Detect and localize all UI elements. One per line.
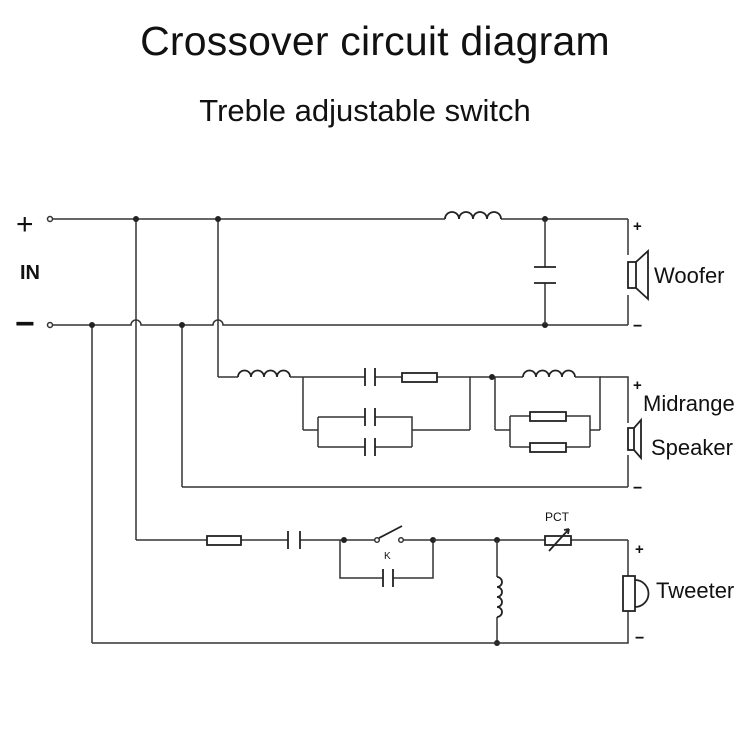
pct-thermistor [544,535,572,546]
tweeter-minus-sign: − [635,630,644,647]
tweeter-series-branch [136,531,340,549]
input-label: IN [20,262,40,284]
midrange-speaker-icon [627,417,642,461]
midrange-label-line2: Speaker [651,435,733,460]
input-minus-sign: − [15,305,35,343]
midrange-minus-sign: − [633,480,642,497]
page-title: Crossover circuit diagram [140,18,610,64]
bus-wires [53,218,628,643]
page-subtitle: Treble adjustable switch [199,93,531,128]
tweeter-switch-capacitor [382,569,394,587]
woofer-shunt-capacitor [534,219,556,325]
woofer-minus-sign: − [633,318,642,335]
tweeter-terminals: + − [92,540,644,647]
midrange-resistor-1 [401,372,438,383]
input-minus-terminal [46,321,54,329]
tweeter-label: Tweeter [656,578,734,603]
input-plus-terminal [46,215,54,223]
woofer-inductor [444,211,502,220]
input-plus-sign: + [16,208,34,241]
woofer-terminals: + − [627,218,642,335]
tweeter-shunt-inductor [494,540,503,646]
midrange-network-1 [302,368,471,456]
tweeter-speaker-icon [622,575,650,612]
junction-dots [89,216,548,328]
pct-label: PCT [545,510,570,524]
midrange-resistor-2 [529,411,567,422]
midrange-label-line1: Midrange [643,391,735,416]
midrange-network-2 [494,369,601,453]
midrange-inductor-1 [218,369,303,378]
woofer-label: Woofer [654,263,725,288]
input-terminals: + IN − [15,208,54,343]
tweeter-series-capacitor [287,531,301,549]
treble-switch-k [378,525,403,539]
tweeter-pct-network: PCT [433,510,628,552]
midrange-resistor-3 [529,442,567,453]
tweeter-switch-network: K [339,525,436,587]
woofer-speaker-icon [627,248,649,302]
tweeter-resistor [206,535,242,546]
midrange-plus-sign: + [633,377,642,394]
midrange-terminals: + − [182,376,642,497]
switch-label: K [384,551,391,562]
tweeter-plus-sign: + [635,541,644,558]
woofer-plus-sign: + [633,218,642,235]
